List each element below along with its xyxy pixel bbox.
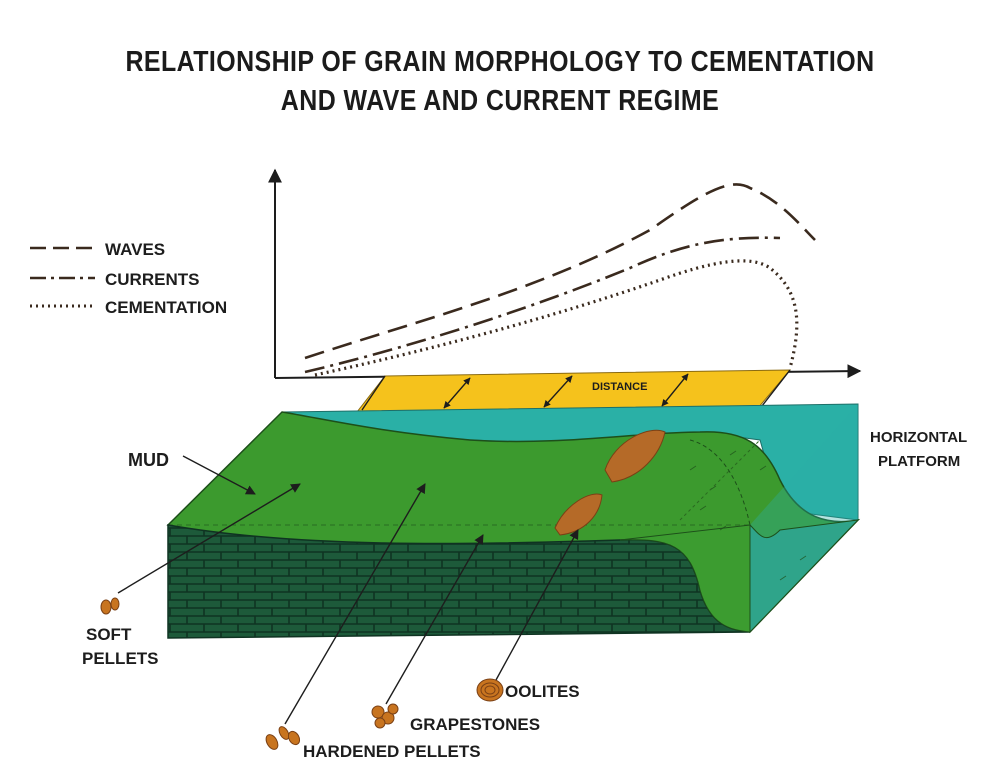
soft-pellets-pointer — [117, 483, 301, 594]
hardened-pellets-label: HARDENED PELLETS — [303, 742, 481, 761]
distance-label: DISTANCE — [592, 381, 647, 393]
legend-cementation-label: CEMENTATION — [105, 298, 227, 317]
soft-pellets-label-1: SOFT — [86, 625, 132, 644]
oolites-label: OOLITES — [505, 682, 580, 701]
mud-pointer — [182, 455, 256, 495]
grapestones-icon — [371, 703, 399, 729]
distance-tie-line — [661, 373, 689, 407]
distance-tie-line — [361, 375, 386, 411]
oolites-icon — [476, 678, 504, 702]
horizontal-platform-label-1: HORIZONTAL — [870, 429, 967, 446]
slope-edge — [689, 439, 751, 526]
oolites-pointer — [495, 529, 579, 681]
mud-label: MUD — [128, 450, 169, 470]
legend: WAVES CURRENTS CEMENTATION — [30, 240, 227, 317]
diagram-title-line-1: RELATIONSHIP OF GRAIN MORPHOLOGY TO CEME… — [125, 46, 875, 78]
distance-tie-line — [761, 369, 791, 407]
pointer-lines — [117, 455, 579, 725]
horizontal-platform-label-2: PLATFORM — [878, 453, 960, 470]
legend-currents-label: CURRENTS — [105, 270, 199, 289]
legend-waves-label: WAVES — [105, 240, 165, 259]
distance-tie-line — [543, 375, 573, 408]
diagram-title-line-2: AND WAVE AND CURRENT REGIME — [280, 85, 720, 117]
waves-curve — [304, 183, 816, 360]
grapestones-label: GRAPESTONES — [410, 715, 540, 734]
block-diagram — [166, 403, 861, 639]
grapestones-pointer — [385, 534, 484, 705]
shoal-axis-line — [679, 439, 761, 521]
cementation-curve — [314, 259, 799, 377]
currents-curve — [304, 236, 781, 374]
hardened-pellets-pointer — [284, 483, 426, 725]
soft-pellets-label-2: PELLETS — [82, 649, 159, 668]
distance-tie-line — [443, 377, 471, 409]
hardened-pellets-icon — [265, 726, 301, 750]
block-front-face-sediment — [619, 524, 751, 633]
block-slope-face — [749, 519, 860, 634]
soft-pellets-icon — [100, 597, 120, 615]
oolite-shoal-upper — [604, 429, 666, 483]
distance-band: DISTANCE — [355, 369, 792, 413]
